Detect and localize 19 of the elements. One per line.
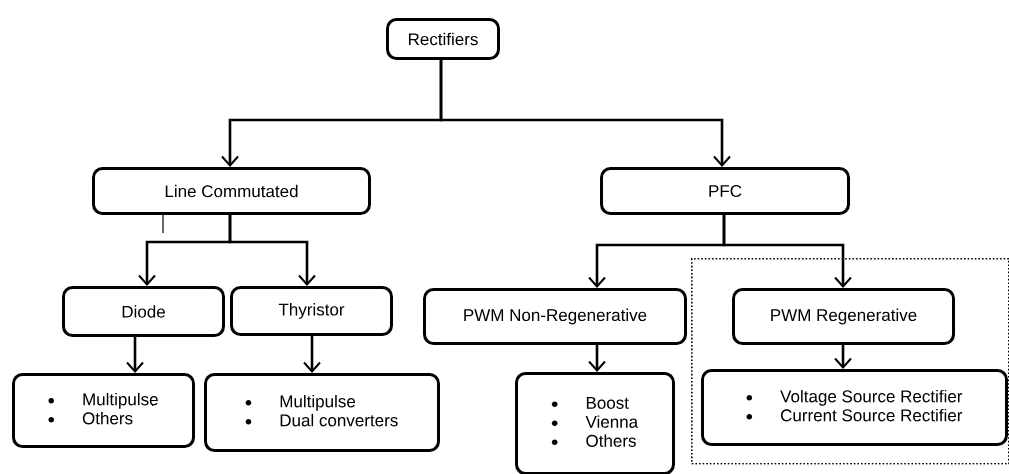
list-box: Multipulse Dual converters [204, 373, 440, 452]
arrow [834, 345, 852, 369]
group-box [691, 258, 1009, 465]
category-box: PFC [600, 167, 850, 215]
arrow [439, 60, 731, 167]
list-box: Voltage Source Rectifier Current Source Rectifier [701, 369, 1008, 446]
list-box: Boost Vienna Others [515, 372, 675, 474]
category-box: Diode [62, 286, 225, 337]
category-box: Line Commutated [92, 167, 371, 215]
arrow [228, 215, 316, 286]
category-box: PWM Non-Regenerative [423, 288, 687, 345]
list-box: Multipulse Others [12, 373, 195, 448]
arrow [722, 215, 852, 288]
arrow [126, 337, 144, 373]
category-box: PWM Regenerative [732, 288, 955, 345]
arrow [303, 336, 321, 373]
category-box: Rectifiers [386, 18, 500, 60]
arrow [588, 345, 606, 372]
category-box: Thyristor [230, 286, 393, 336]
